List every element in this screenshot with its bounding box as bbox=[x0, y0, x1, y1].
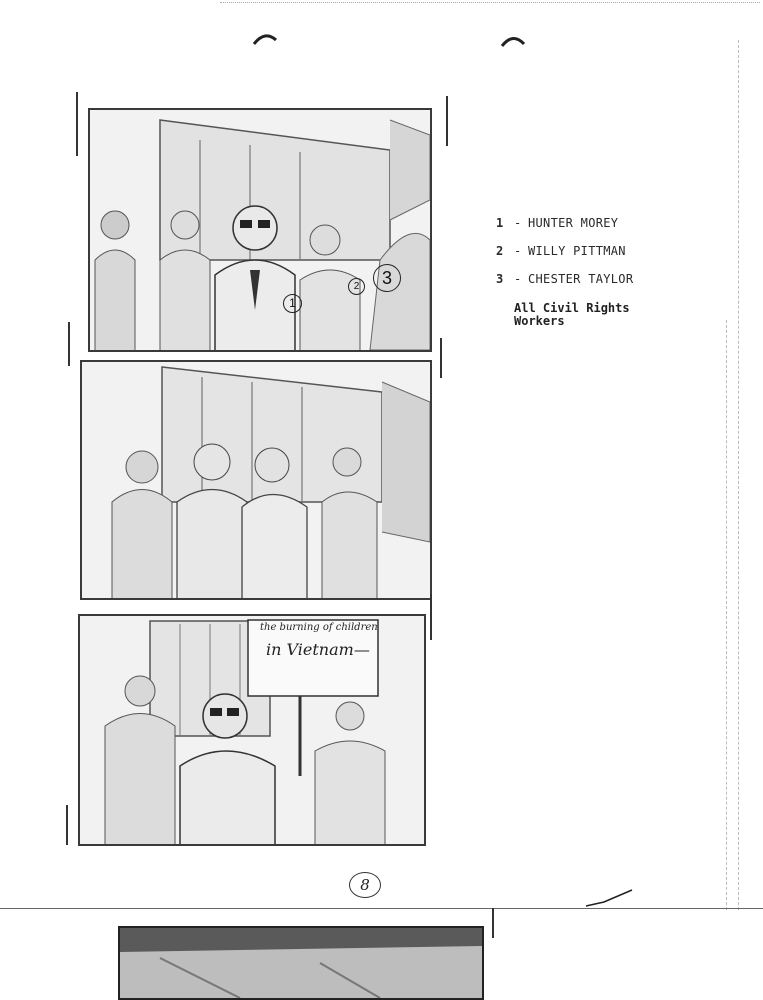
photo-4-partial bbox=[118, 926, 484, 1000]
photo-mark-2: 2 bbox=[348, 278, 365, 295]
photo-3-edge-left bbox=[66, 805, 68, 845]
photo-3: the burning of children in Vietnam— bbox=[78, 614, 426, 846]
caption-number: 2 bbox=[496, 244, 504, 258]
photo-2-image bbox=[82, 362, 430, 598]
binder-hole-mark-left bbox=[252, 34, 278, 45]
photo-1-edge-right bbox=[446, 96, 448, 146]
photo-3-edge-right bbox=[430, 594, 432, 640]
next-page-edge bbox=[0, 908, 763, 909]
binder-hole-mark-right bbox=[500, 37, 526, 47]
pen-check-mark bbox=[585, 889, 633, 907]
right-scan-edge bbox=[738, 40, 739, 910]
photo-2-edge-right bbox=[440, 338, 442, 378]
photo-4-edge-right bbox=[492, 908, 494, 938]
caption-name: WILLY PITTMAN bbox=[528, 244, 626, 258]
caption-separator: - bbox=[514, 216, 522, 230]
caption-number: 1 bbox=[496, 216, 504, 230]
caption-item-1: 1-HUNTER MOREY bbox=[496, 216, 736, 230]
page-number: 8 bbox=[349, 872, 381, 898]
caption-separator: - bbox=[514, 244, 522, 258]
photo-1: 1 2 3 bbox=[88, 108, 432, 352]
caption-name: CHESTER TAYLOR bbox=[528, 272, 634, 286]
protest-sign-line-2: in Vietnam— bbox=[266, 640, 370, 659]
photo-3-image bbox=[80, 616, 424, 844]
photo-mark-1: 1 bbox=[283, 294, 302, 313]
caption-note: All Civil Rights Workers bbox=[514, 301, 630, 328]
caption-list: 1-HUNTER MOREY 2-WILLY PITTMAN 3-CHESTER… bbox=[496, 216, 736, 300]
caption-separator: - bbox=[514, 272, 522, 286]
photo-mark-3: 3 bbox=[373, 264, 401, 292]
photo-1-edge-left bbox=[76, 92, 78, 156]
photo-2-edge-left bbox=[68, 322, 70, 366]
caption-number: 3 bbox=[496, 272, 504, 286]
photo-2 bbox=[80, 360, 432, 600]
photo-1-image bbox=[90, 110, 430, 350]
caption-item-2: 2-WILLY PITTMAN bbox=[496, 244, 736, 258]
caption-item-3: 3-CHESTER TAYLOR bbox=[496, 272, 736, 286]
photo-4-image bbox=[120, 928, 482, 998]
right-margin-rule bbox=[726, 320, 727, 910]
protest-sign-line-1: the burning of children bbox=[260, 622, 378, 633]
caption-name: HUNTER MOREY bbox=[528, 216, 619, 230]
top-scan-edge bbox=[220, 2, 760, 3]
